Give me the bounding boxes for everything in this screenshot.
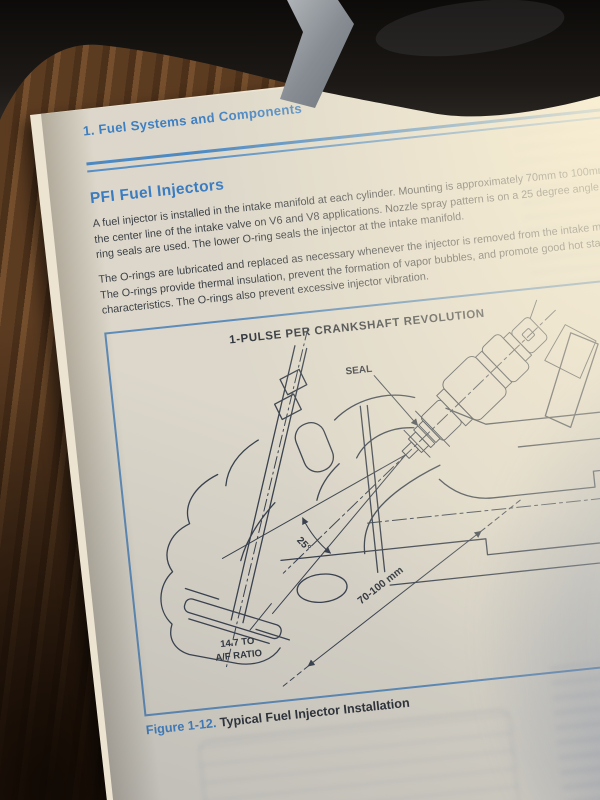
af-ratio-label-line1: 14.7 TO bbox=[220, 635, 255, 650]
seal-label: SEAL bbox=[345, 364, 373, 378]
manifold-drawing bbox=[280, 332, 600, 603]
spray-cone bbox=[221, 454, 407, 614]
figure-box: 1-PULSE PER CRANKSHAFT REVOLUTION bbox=[104, 273, 600, 717]
seal-leader-line bbox=[373, 374, 419, 426]
injector-drawing bbox=[401, 299, 597, 459]
af-ratio-label-line2: A/F RATIO bbox=[215, 648, 263, 664]
book-page: 1. Fuel Systems and Components PFI Fuel … bbox=[41, 41, 600, 800]
figure-diagram: 1-PULSE PER CRANKSHAFT REVOLUTION bbox=[160, 299, 600, 688]
dimension-label: 70-100 mm bbox=[355, 564, 405, 607]
valve-drawing bbox=[183, 327, 309, 670]
figure-title: 1-PULSE PER CRANKSHAFT REVOLUTION bbox=[229, 308, 486, 347]
dimension-arrow bbox=[281, 498, 523, 688]
spray-angle-label: 25° bbox=[294, 535, 312, 554]
figure-caption-number: Figure 1-12. bbox=[145, 715, 218, 738]
centerlines bbox=[282, 309, 600, 574]
